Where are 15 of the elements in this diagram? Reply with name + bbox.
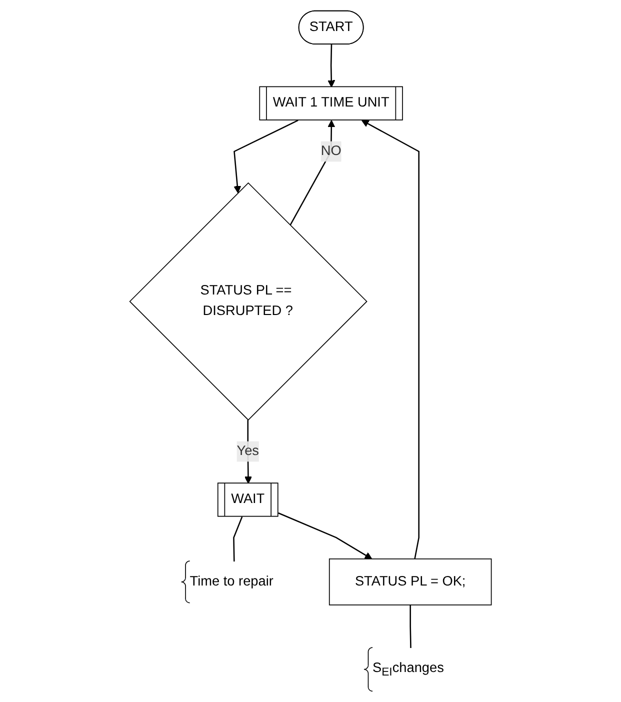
connector [410, 604, 412, 648]
node-box [328, 558, 492, 606]
node-text: S$_{EI}$changes [372, 660, 444, 678]
flowchart: NO Yes START WAIT 1 TIME UNIT STATUS PL == DISRUPTED ? WAIT Time to repair STATUS PL = OK; S$_{EI}$changes [122, 4, 498, 698]
arrow [290, 120, 336, 226]
arrow [278, 512, 372, 560]
connector [233, 516, 243, 562]
arrow [328, 44, 336, 88]
arrow [361, 120, 420, 560]
arrow [234, 120, 298, 194]
edge-label: Yes [236, 444, 259, 458]
arrow [244, 420, 252, 484]
node-diamond [129, 182, 368, 421]
node-text: Time to repair [190, 574, 274, 589]
edge-label: NO [320, 144, 342, 158]
